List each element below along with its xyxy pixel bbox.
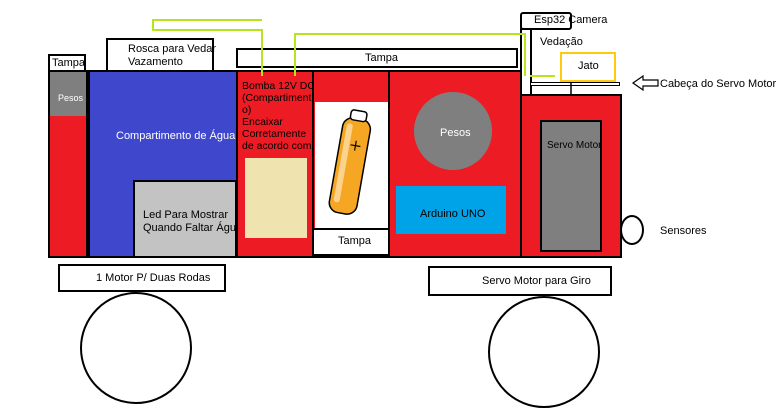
top-lid-label: Tampa	[365, 52, 399, 64]
esp32-camera	[520, 12, 572, 30]
servo-motor-label: Servo Motor	[547, 140, 602, 151]
esp32-label: Esp32 Camera	[534, 14, 608, 26]
seal-label: Vedação	[540, 36, 583, 48]
sensor	[620, 215, 644, 245]
led-indicator-label: Led Para Mostrar Quando Faltar Água	[143, 209, 243, 234]
left-weight-label: Pesos	[58, 93, 84, 103]
arduino-board	[396, 186, 506, 234]
drive-motor-label: 1 Motor P/ Duas Rodas	[96, 272, 211, 284]
servo-motor-block	[540, 120, 602, 252]
pump-block	[245, 158, 307, 238]
left-wheel	[80, 292, 192, 404]
water-compartment-label: Compartimento de Água	[116, 130, 236, 142]
middle-lid	[312, 228, 390, 256]
servo-head-platform	[530, 82, 620, 86]
arduino-label: Arduino UNO	[420, 208, 486, 220]
wire-pump-to-camera	[294, 33, 526, 76]
left-weight	[50, 72, 86, 116]
left-lid-label: Tampa	[52, 57, 86, 69]
steering-servo-box	[428, 266, 612, 296]
wire-pump-to-top	[152, 19, 263, 76]
water-jet	[560, 52, 616, 82]
middle-weight	[414, 92, 492, 170]
arrow-icon	[631, 74, 659, 92]
servo-head-label: Cabeça do Servo Motor	[660, 78, 777, 90]
right-wheel	[488, 296, 600, 408]
water-jet-label: Jato	[578, 60, 599, 72]
top-lid	[236, 48, 518, 68]
steering-servo-label: Servo Motor para Giro	[482, 275, 591, 287]
led-indicator-box	[133, 180, 237, 258]
thread-seal-label: Rosca para Vedar Vazamento	[128, 43, 217, 68]
pump-label: Bomba 12V DC (Compartiment o) Encaixar C…	[242, 80, 315, 153]
battery-icon	[328, 109, 372, 215]
drive-motor-box	[58, 264, 226, 292]
middle-weight-label: Pesos	[440, 127, 471, 139]
middle-lid-label: Tampa	[338, 235, 372, 247]
sensor-label: Sensores	[660, 225, 707, 237]
